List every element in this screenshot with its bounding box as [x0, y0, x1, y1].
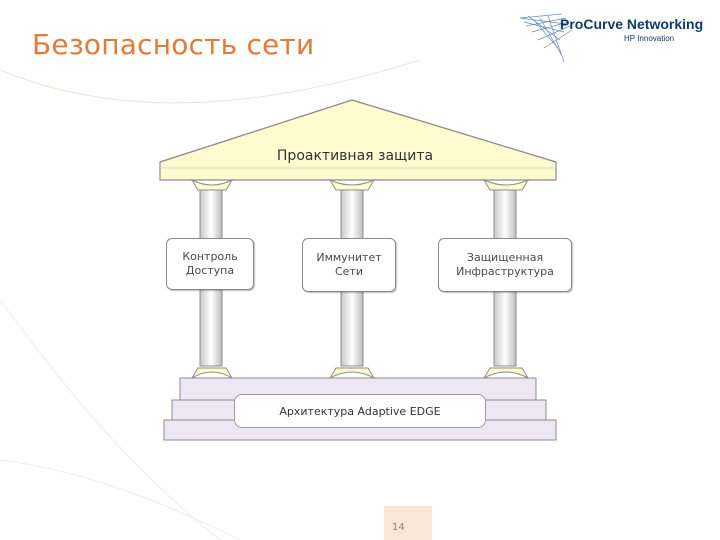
- pillar-label-line: Контроль: [182, 250, 238, 263]
- pillar-label-secure-infrastructure: Защищенная Инфраструктура: [438, 238, 572, 292]
- pillar-label-line: Доступа: [185, 264, 235, 277]
- footer-accent-bar: [384, 506, 432, 540]
- pillar-label-access-control: Контроль Доступа: [166, 238, 254, 290]
- logo-brand-text: ProCurve Networking: [560, 16, 704, 32]
- base-label: Архитектура Adaptive EDGE: [234, 394, 486, 428]
- procurve-logo: ProCurve Networking HP Innovation: [518, 12, 708, 68]
- page-number: 14: [392, 522, 405, 533]
- pillar-label-line: Сети: [334, 265, 363, 278]
- pillar-label-line: Инфраструктура: [456, 265, 554, 278]
- slide-title: Безопасность сети: [32, 28, 315, 61]
- pillar-label-line: Иммунитет: [316, 251, 382, 264]
- logo-mesh-icon: [519, 13, 573, 63]
- pillar-label-network-immunity: Иммунитет Сети: [302, 238, 396, 292]
- pillar-label-line: Защищенная: [466, 251, 544, 264]
- roof-label: Проактивная защита: [276, 148, 434, 164]
- logo-tagline: HP Innovation: [624, 34, 675, 43]
